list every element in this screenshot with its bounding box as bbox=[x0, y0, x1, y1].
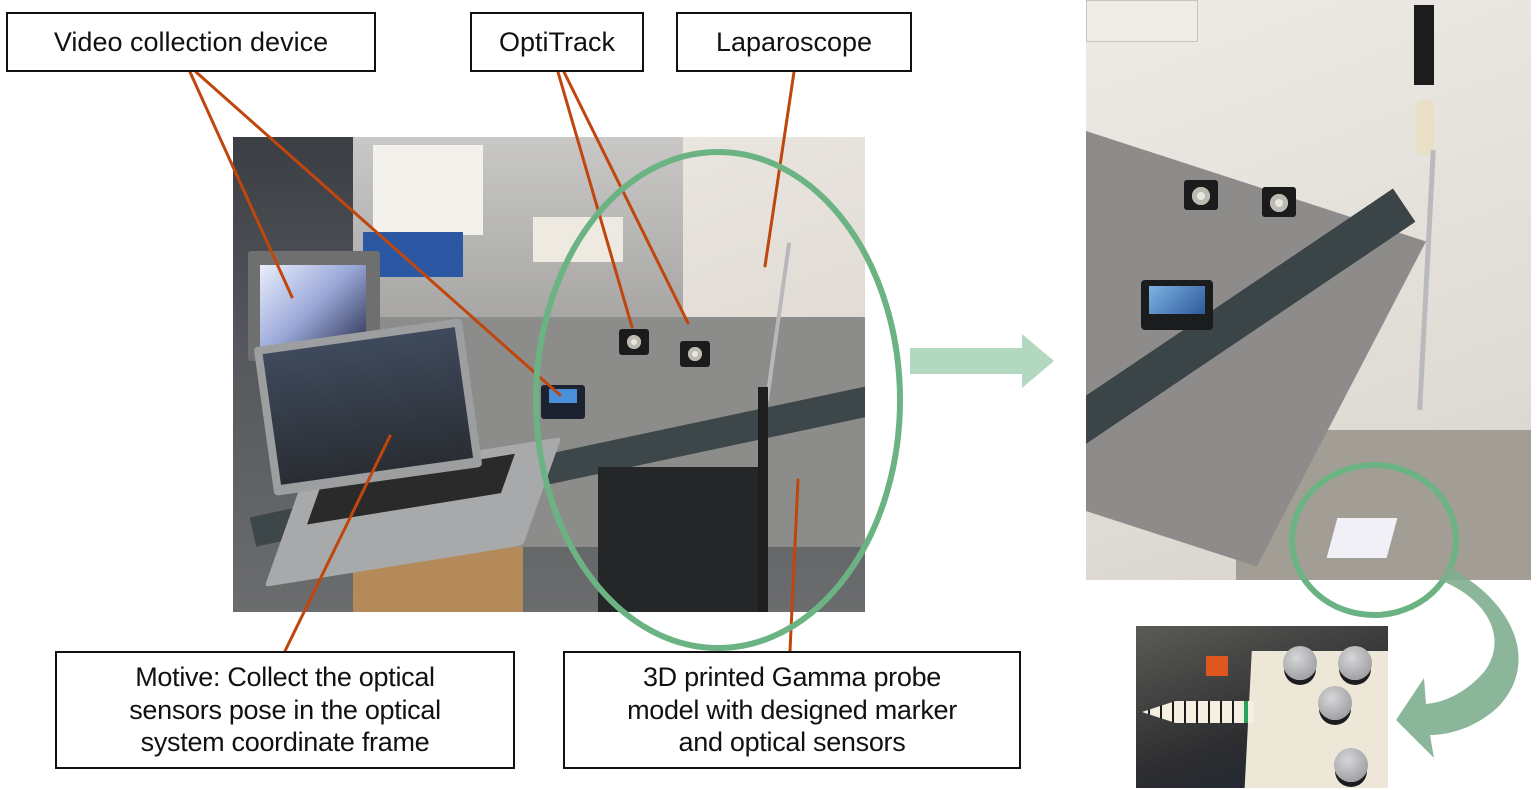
optitrack-camera-2 bbox=[1262, 187, 1296, 217]
optical-sensor-sphere bbox=[1338, 646, 1372, 680]
probe-detail-photo bbox=[1136, 626, 1388, 788]
label-gamma-probe: 3D printed Gamma probe model with design… bbox=[563, 651, 1021, 769]
label-text: OptiTrack bbox=[498, 26, 615, 57]
laparoscope-camera-head bbox=[1414, 5, 1434, 85]
video-capture-device bbox=[1141, 280, 1213, 330]
orange-clamp bbox=[1206, 656, 1228, 676]
label-line: model with designed marker bbox=[627, 694, 957, 725]
laptop bbox=[253, 318, 483, 496]
optitrack-camera-2 bbox=[680, 341, 710, 367]
equipment-box bbox=[1086, 0, 1198, 42]
label-text: Video collection device bbox=[53, 26, 329, 57]
paper-sign bbox=[373, 145, 483, 235]
probe-tip-with-pattern bbox=[1142, 701, 1254, 723]
support-pole bbox=[758, 387, 768, 612]
label-text: Laparoscope bbox=[715, 26, 873, 57]
label-line: and optical sensors bbox=[678, 727, 906, 758]
laptop-display-motive bbox=[262, 327, 474, 485]
label-video-collection-device: Video collection device bbox=[6, 12, 376, 72]
optitrack-camera-1 bbox=[619, 329, 649, 355]
label-line: system coordinate frame bbox=[140, 727, 430, 758]
optical-sensor-sphere bbox=[1334, 748, 1368, 782]
optitrack-camera-1 bbox=[1184, 180, 1218, 210]
lab-setup-photo bbox=[233, 137, 865, 612]
right-arrow-icon bbox=[910, 334, 1054, 388]
video-capture-device bbox=[541, 385, 585, 419]
label-line: 3D printed Gamma probe bbox=[642, 661, 942, 692]
laparoscope-rod bbox=[1417, 150, 1436, 410]
label-optitrack: OptiTrack bbox=[470, 12, 644, 72]
white-equipment-box bbox=[533, 217, 623, 262]
label-line: sensors pose in the optical bbox=[129, 694, 441, 725]
filing-cabinet bbox=[598, 467, 768, 612]
label-line: Motive: Collect the optical bbox=[135, 661, 435, 692]
label-laparoscope: Laparoscope bbox=[676, 12, 912, 72]
green-ring bbox=[1244, 701, 1248, 723]
laparoscope-handle bbox=[1416, 100, 1434, 155]
closeup-photo bbox=[1086, 0, 1531, 580]
optical-sensor-sphere bbox=[1283, 646, 1317, 680]
curved-arrow-icon bbox=[1396, 567, 1519, 758]
label-motive: Motive: Collect the optical sensors pose… bbox=[55, 651, 515, 769]
gamma-probe-model bbox=[1326, 518, 1398, 558]
optical-sensor-sphere bbox=[1318, 686, 1352, 720]
